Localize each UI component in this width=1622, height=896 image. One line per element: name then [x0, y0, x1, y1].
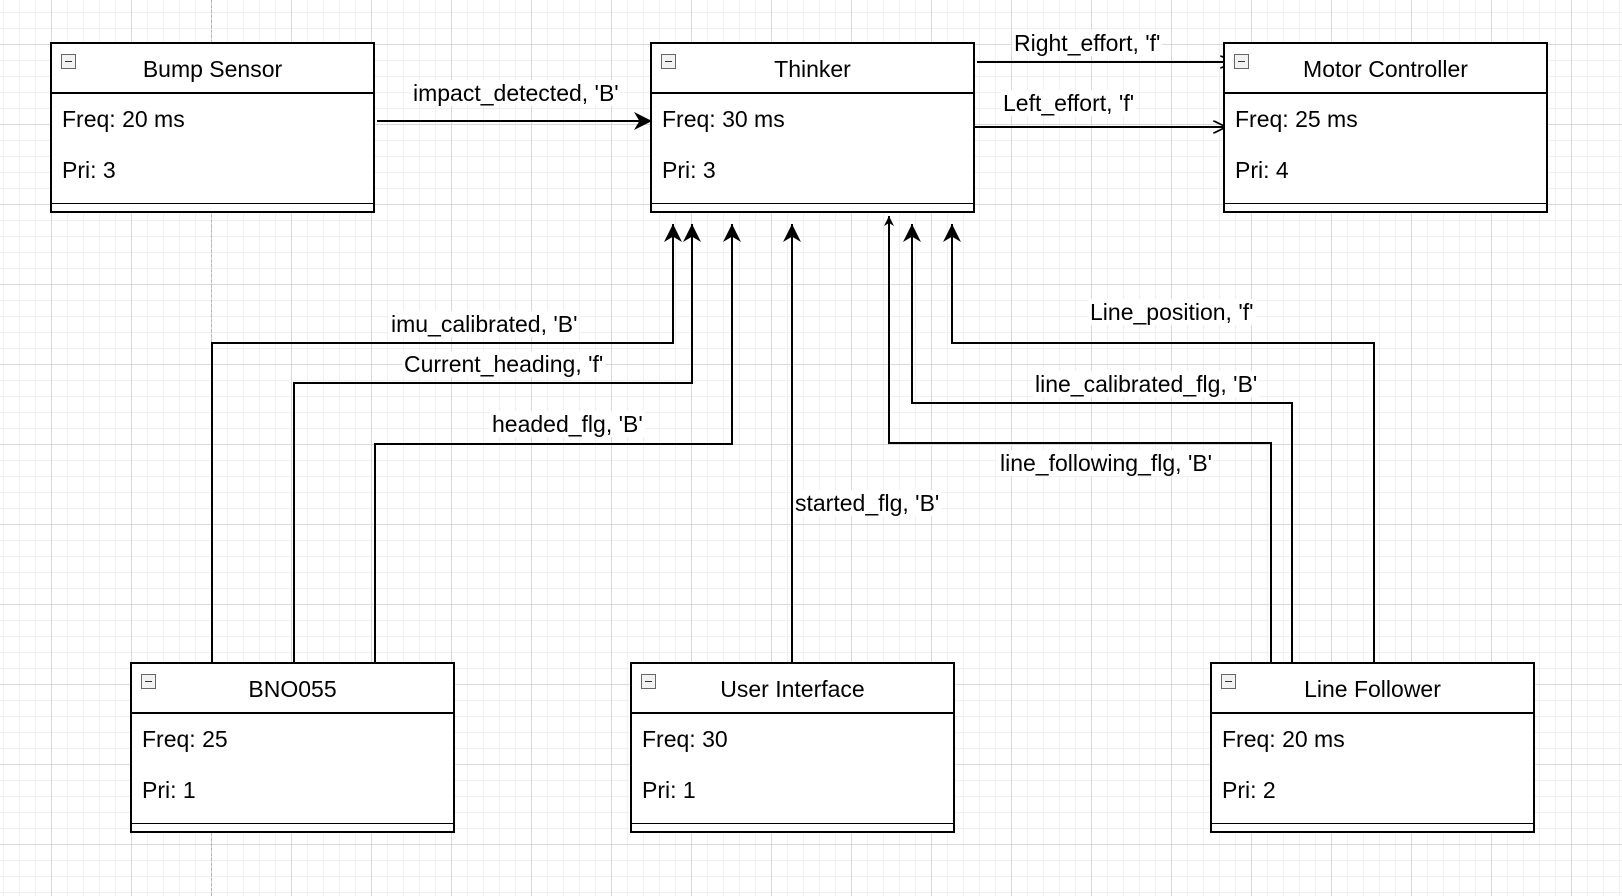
node-header: User Interface	[632, 664, 953, 714]
node-user-interface[interactable]: User Interface Freq: 30 Pri: 1	[630, 662, 955, 833]
node-freq: Freq: 20 ms	[62, 106, 185, 132]
node-footer	[52, 203, 373, 211]
node-line-follower[interactable]: Line Follower Freq: 20 ms Pri: 2	[1210, 662, 1535, 833]
node-bno055[interactable]: BNO055 Freq: 25 Pri: 1	[130, 662, 455, 833]
edge-current-heading	[293, 224, 701, 662]
node-freq: Freq: 20 ms	[1222, 726, 1345, 752]
edge-label-line-position[interactable]: Line_position, 'f'	[1088, 299, 1256, 325]
node-freq: Freq: 30	[642, 726, 728, 752]
edge-label-right-effort[interactable]: Right_effort, 'f'	[1012, 30, 1163, 56]
collapse-icon[interactable]	[1221, 674, 1236, 689]
node-title: Thinker	[774, 56, 851, 82]
node-title: Bump Sensor	[142, 56, 283, 82]
edge-label-started-flg[interactable]: started_flg, 'B'	[793, 490, 942, 516]
edge-label-headed-flg[interactable]: headed_flg, 'B'	[490, 411, 645, 437]
edge-label-line-calibrated-flg[interactable]: line_calibrated_flg, 'B'	[1033, 371, 1260, 397]
collapse-icon[interactable]	[661, 54, 676, 69]
node-freq: Freq: 30 ms	[662, 106, 785, 132]
node-priority: Pri: 2	[1222, 777, 1276, 803]
node-thinker[interactable]: Thinker Freq: 30 ms Pri: 3	[650, 42, 975, 213]
collapse-icon[interactable]	[1234, 54, 1249, 69]
node-bump-sensor[interactable]: Bump Sensor Freq: 20 ms Pri: 3	[50, 42, 375, 213]
edge-label-current-heading[interactable]: Current_heading, 'f'	[402, 351, 606, 377]
node-header: Thinker	[652, 44, 973, 94]
node-header: Line Follower	[1212, 664, 1533, 714]
edge-label-line-following-flg[interactable]: line_following_flg, 'B'	[998, 450, 1215, 476]
collapse-icon[interactable]	[61, 54, 76, 69]
node-footer	[132, 823, 453, 831]
edge-line-calibrated-flg	[903, 224, 1293, 662]
node-priority: Pri: 1	[642, 777, 696, 803]
node-priority: Pri: 3	[662, 157, 716, 183]
node-freq: Freq: 25	[142, 726, 228, 752]
node-motor-controller[interactable]: Motor Controller Freq: 25 ms Pri: 4	[1223, 42, 1548, 213]
edge-headed-flg	[374, 224, 741, 662]
node-priority: Pri: 1	[142, 777, 196, 803]
node-footer	[652, 203, 973, 211]
node-freq: Freq: 25 ms	[1235, 106, 1358, 132]
node-footer	[1225, 203, 1546, 211]
node-header: Motor Controller	[1225, 44, 1546, 94]
node-priority: Pri: 3	[62, 157, 116, 183]
node-footer	[1212, 823, 1533, 831]
edge-label-impact-detected[interactable]: impact_detected, 'B'	[411, 80, 621, 106]
node-title: BNO055	[248, 676, 337, 702]
node-priority: Pri: 4	[1235, 157, 1289, 183]
edge-line-position	[943, 224, 1375, 662]
edge-label-left-effort[interactable]: Left_effort, 'f'	[1001, 90, 1137, 116]
node-title: Motor Controller	[1303, 56, 1468, 82]
edge-imu-calibrated	[211, 224, 682, 662]
node-title: User Interface	[720, 676, 865, 702]
node-title: Line Follower	[1304, 676, 1441, 702]
collapse-icon[interactable]	[141, 674, 156, 689]
node-header: Bump Sensor	[52, 44, 373, 94]
collapse-icon[interactable]	[641, 674, 656, 689]
edge-label-imu-calibrated[interactable]: imu_calibrated, 'B'	[389, 311, 580, 337]
node-header: BNO055	[132, 664, 453, 714]
node-footer	[632, 823, 953, 831]
edge-line-following-flg	[884, 216, 1272, 662]
